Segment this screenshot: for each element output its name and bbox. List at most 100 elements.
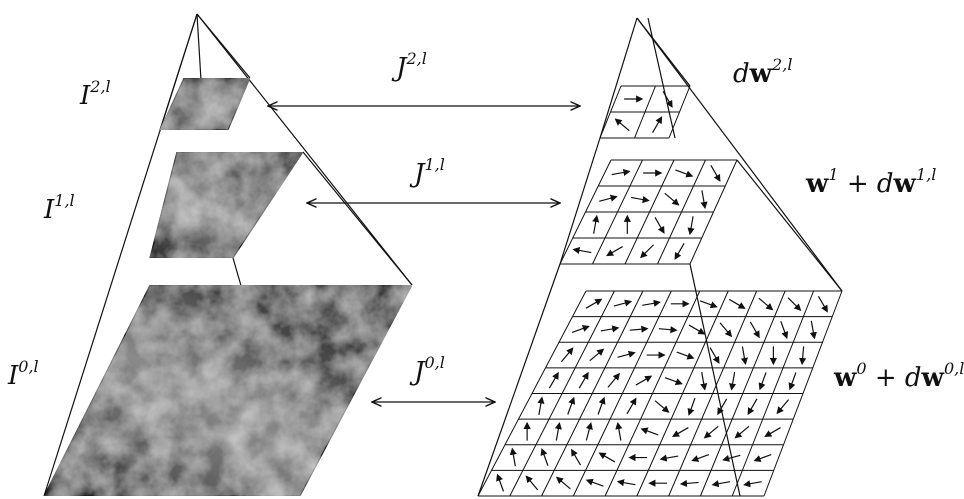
level0-flow-arrow — [600, 453, 615, 462]
level1-flow-arrow — [641, 245, 654, 258]
level0-flow-arrow — [818, 296, 827, 311]
level0-flow-arrow — [736, 426, 749, 437]
level0-flow-arrow — [802, 346, 804, 363]
level0-flow-arrow — [729, 299, 744, 308]
level0-flow-arrow — [527, 477, 538, 490]
pyramid-edge — [197, 14, 250, 78]
level0-flow-arrow — [557, 478, 570, 489]
label-w0-dw0: w0 + dw0,l — [833, 359, 964, 393]
level0-flow-arrow — [556, 423, 559, 440]
level1-flow-arrow — [574, 249, 591, 252]
level0-flow-arrow — [618, 423, 621, 440]
level0-flow-arrow — [693, 455, 709, 461]
image-level-0 — [44, 285, 412, 496]
level0-flow-arrow — [760, 373, 766, 389]
level2-flow-arrow — [653, 117, 662, 132]
level0-flow-arrow — [561, 348, 572, 361]
level0-flow-arrow — [702, 372, 705, 389]
flow-pyramid — [478, 18, 842, 496]
level0-flow-arrow — [689, 398, 695, 414]
label-dw2: dw2,l — [733, 55, 792, 89]
level0-flow-arrow — [713, 482, 730, 485]
level0-flow-arrow — [549, 373, 558, 388]
pyramid-edge — [303, 152, 412, 285]
flow-grid-level-1 — [560, 160, 737, 264]
level1-flow-arrow — [612, 171, 629, 174]
label-I2: I2,l — [79, 77, 111, 111]
level0-flow-arrow — [681, 482, 698, 484]
level0-flow-arrow — [705, 426, 718, 437]
level1-flow-arrow — [702, 190, 705, 207]
level0-flow-arrow — [748, 399, 757, 414]
level0-flow-arrow — [755, 455, 771, 461]
level0-flow-arrow — [673, 428, 688, 437]
level0-flow-arrow — [636, 376, 651, 385]
level0-flow-arrow — [732, 372, 735, 389]
level0-flow-arrow — [579, 373, 588, 388]
level0-flow-arrow — [568, 398, 574, 414]
pyramid-edge — [560, 138, 600, 264]
level0-flow-arrow — [788, 298, 800, 310]
pyramid-edge — [648, 18, 675, 138]
level1-flow-arrow — [675, 243, 684, 258]
level0-flow-arrow — [590, 349, 603, 360]
level0-flow-arrow — [598, 398, 604, 414]
level0-flow-arrow — [665, 378, 681, 384]
level0-flow-arrow — [659, 329, 676, 331]
level1-flow-arrow — [631, 197, 648, 200]
level0-flow-arrow — [586, 424, 591, 441]
level0-flow-arrow — [608, 374, 619, 387]
level0-flow-arrow — [777, 400, 788, 413]
level0-flow-arrow — [750, 322, 759, 337]
level0-flow-arrow — [627, 399, 636, 414]
level0-flow-arrow — [689, 325, 704, 334]
label-w1-dw1: w1 + dw1,l — [805, 165, 936, 199]
level1-flow-arrow — [675, 170, 692, 176]
level1-flow-arrow — [594, 216, 597, 233]
level0-flow-arrow — [720, 323, 731, 336]
level0-flow-arrow — [661, 456, 678, 459]
level0-flow-arrow — [790, 373, 796, 389]
level1-flow-arrow — [665, 193, 679, 204]
level0-flow-arrow — [572, 326, 588, 332]
pyramid-edge — [478, 264, 560, 496]
pyramid-edge — [600, 18, 637, 138]
level0-flow-arrow — [572, 450, 581, 465]
level1-flow-arrow — [599, 197, 616, 202]
level0-flow-arrow — [677, 352, 693, 358]
level1-flow-arrow — [655, 217, 664, 232]
image-level-1 — [150, 152, 303, 258]
level0-flow-arrow — [742, 346, 745, 363]
level0-flow-arrow — [630, 329, 647, 331]
label-I0: I0,l — [7, 357, 39, 391]
level0-flow-arrow — [700, 301, 716, 307]
label-J1: J1,l — [409, 155, 445, 189]
level0-flow-arrow — [542, 449, 548, 465]
label-I1: I1,l — [43, 191, 75, 225]
label-J0: J0,l — [409, 353, 445, 387]
level0-flow-arrow — [642, 302, 659, 305]
level0-flow-arrow — [618, 482, 635, 485]
flow-grid-level-0 — [478, 291, 842, 496]
level1-flow-arrow — [607, 247, 622, 256]
level1-flow-arrow — [711, 165, 720, 180]
level0-flow-arrow — [512, 449, 515, 466]
level0-flow-arrow — [618, 353, 635, 358]
level0-flow-arrow — [498, 475, 504, 491]
level1-flow-arrow — [690, 216, 693, 233]
level0-flow-arrow — [781, 321, 787, 337]
level2-flow-arrow — [616, 119, 630, 130]
level0-flow-arrow — [642, 429, 658, 435]
level0-flow-arrow — [759, 298, 772, 309]
level0-flow-arrow — [601, 328, 618, 331]
level0-flow-arrow — [765, 428, 780, 437]
level0-flow-arrow — [811, 321, 814, 338]
level0-flow-arrow — [587, 480, 603, 486]
level0-flow-arrow — [655, 401, 668, 412]
level0-flow-arrow — [614, 302, 631, 307]
label-J2: J2,l — [391, 49, 427, 83]
level0-flow-arrow — [586, 299, 601, 308]
level0-flow-arrow — [745, 482, 762, 485]
level0-flow-arrow — [539, 398, 542, 415]
